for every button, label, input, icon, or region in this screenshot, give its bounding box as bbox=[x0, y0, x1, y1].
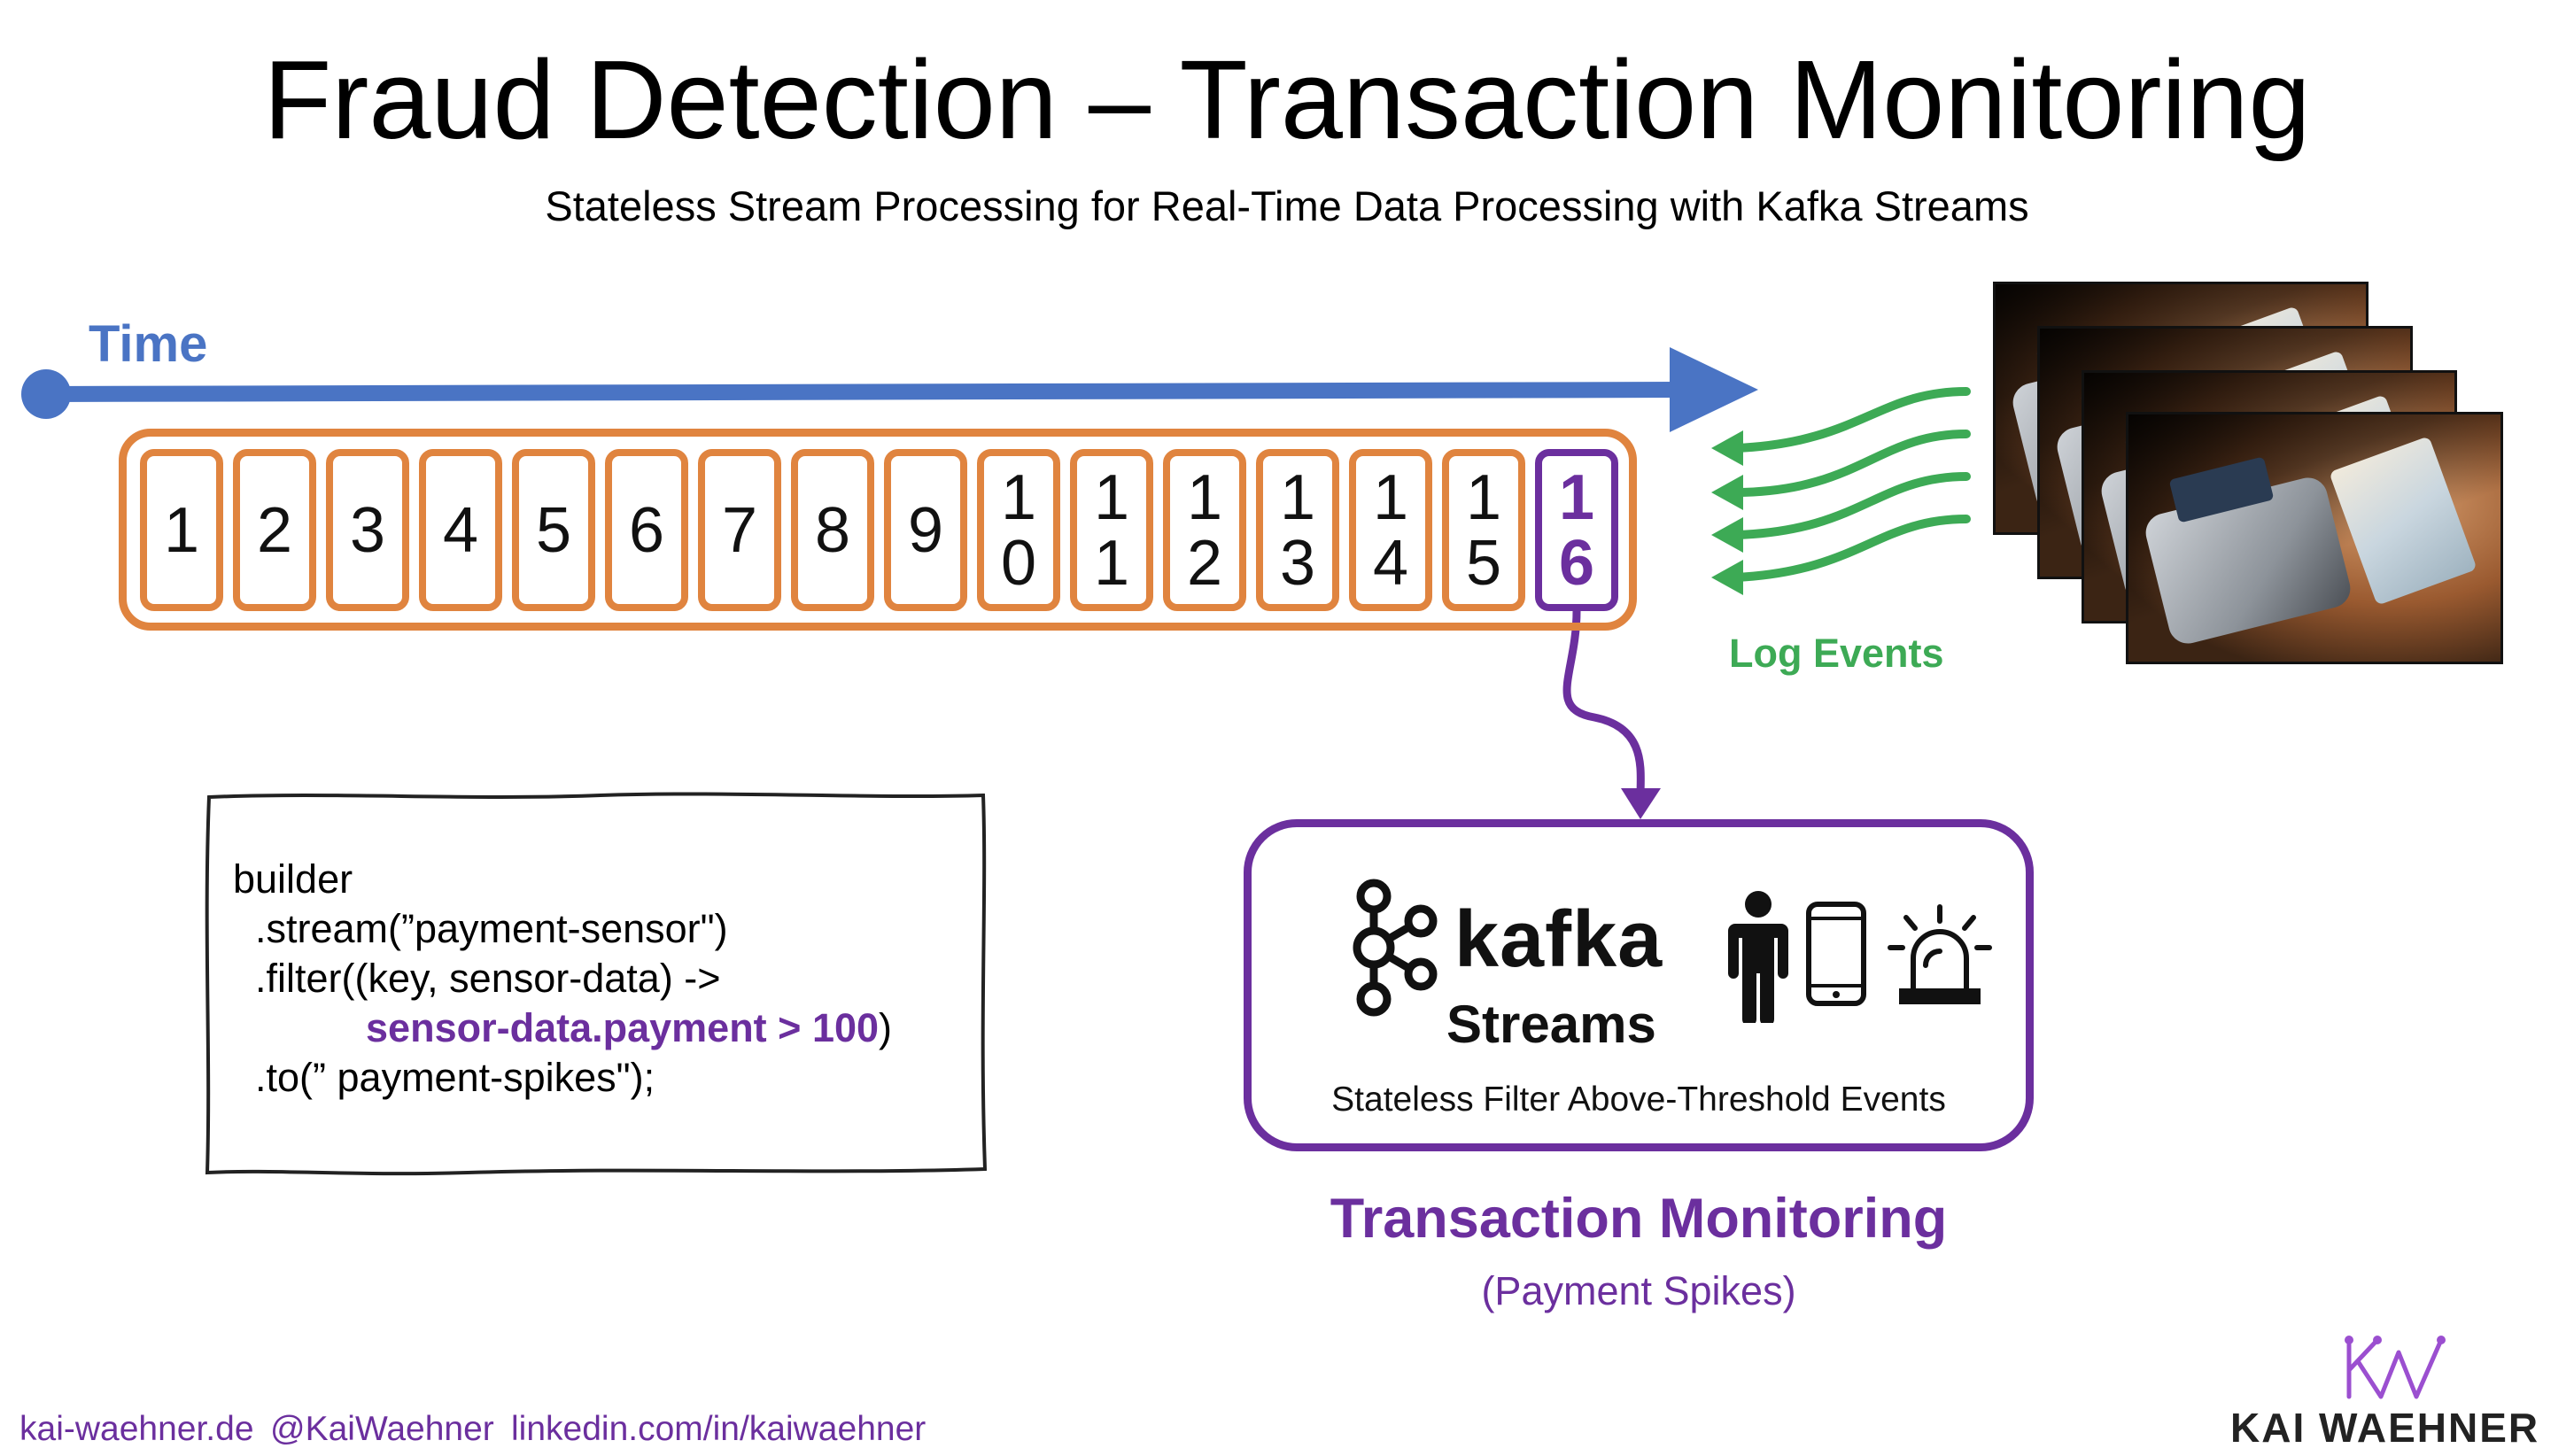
event-cell: 2 bbox=[233, 449, 316, 611]
payment-terminal-photo bbox=[2126, 412, 2503, 664]
log-event-arrow bbox=[1732, 472, 1971, 539]
event-cell: 3 bbox=[326, 449, 409, 611]
event-cell: 8 bbox=[791, 449, 874, 611]
kafka-streams-caption: Stateless Filter Above-Threshold Events bbox=[1331, 1080, 1946, 1119]
transaction-monitoring-title: Transaction Monitoring bbox=[1330, 1188, 1948, 1250]
kw-brand-logo-icon bbox=[2345, 1336, 2446, 1399]
kafka-streams-word: Streams bbox=[1446, 995, 1656, 1054]
filter-connector-arrow bbox=[1562, 607, 1645, 802]
time-axis-arrowhead bbox=[1670, 347, 1758, 432]
event-cell: 9 bbox=[884, 449, 967, 611]
event-cell: 5 bbox=[512, 449, 595, 611]
mobile-phone-icon bbox=[1806, 902, 1866, 1006]
filter-connector-arrowhead bbox=[1621, 788, 1661, 819]
footer-link-website[interactable]: kai-waehner.de bbox=[19, 1410, 254, 1448]
event-cell: 7 bbox=[698, 449, 781, 611]
event-cell: 6 bbox=[605, 449, 688, 611]
page-subtitle: Stateless Stream Processing for Real-Tim… bbox=[545, 182, 2029, 229]
kafka-logo-word: kafka bbox=[1454, 895, 1663, 984]
code-snippet-frame bbox=[205, 792, 988, 1176]
log-event-arrow bbox=[1732, 515, 1971, 582]
person-icon bbox=[1728, 891, 1788, 1023]
log-events-label: Log Events bbox=[1729, 631, 1944, 676]
log-event-arrowheads bbox=[1711, 430, 1743, 595]
code-snippet: builder .stream(”payment-sensor") .filte… bbox=[233, 856, 893, 1100]
event-cell: 1 bbox=[140, 449, 223, 611]
filter-condition: sensor-data.payment > 100 bbox=[366, 1005, 880, 1050]
footer-link-twitter[interactable]: @KaiWaehner bbox=[270, 1410, 494, 1448]
time-axis-label: Time bbox=[89, 315, 208, 373]
log-event-arrow bbox=[1732, 430, 1971, 497]
footer-link-linkedin[interactable]: linkedin.com/in/kaiwaehner bbox=[511, 1410, 926, 1448]
log-event-arrows bbox=[1732, 387, 1971, 582]
transaction-monitoring-subtitle: (Payment Spikes) bbox=[1481, 1268, 1796, 1313]
kafka-logo-icon bbox=[1353, 879, 1438, 1017]
event-cell: 4 bbox=[419, 449, 502, 611]
time-axis-line bbox=[45, 382, 1679, 402]
kafka-streams-box bbox=[1244, 819, 2034, 1151]
log-event-arrow bbox=[1732, 387, 1971, 453]
alarm-siren-icon bbox=[1888, 904, 1992, 1004]
event-stream-container bbox=[119, 429, 1637, 631]
brand-name: KAI WAEHNER bbox=[2230, 1405, 2540, 1451]
page-title: Fraud Detection – Transaction Monitoring bbox=[263, 37, 2311, 162]
